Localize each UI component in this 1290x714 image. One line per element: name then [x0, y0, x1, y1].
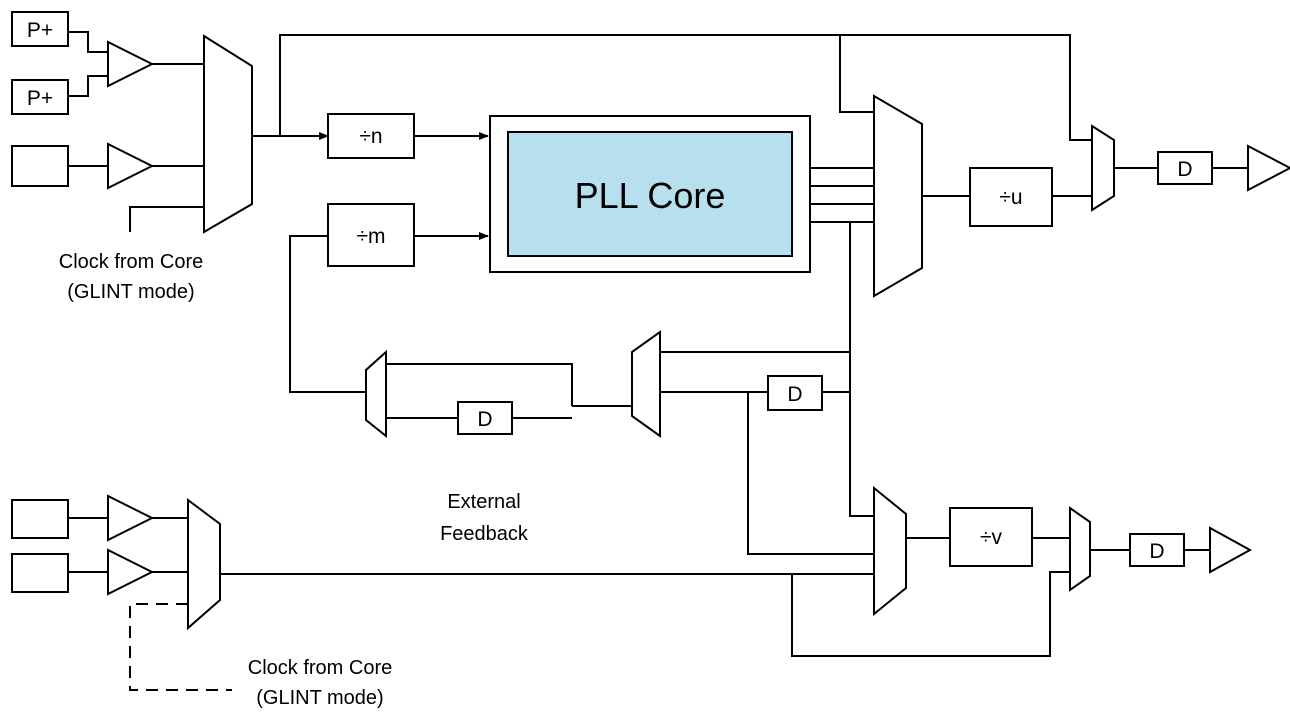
svg-text:÷v: ÷v: [980, 526, 1003, 549]
pad-4: [11, 499, 69, 539]
delay-top-output: D: [1157, 151, 1213, 185]
svg-text:P+: P+: [27, 87, 53, 110]
svg-text:÷m: ÷m: [356, 225, 385, 248]
mux-v-select: [873, 485, 907, 617]
mux-feedback-left: [365, 349, 387, 439]
label-external-feedback-1: External: [447, 491, 520, 513]
label-clock-from-core-top-1: Clock from Core: [59, 251, 203, 273]
output-buffer-top: [1247, 144, 1290, 192]
divider-v: ÷v: [949, 507, 1033, 567]
label-external-feedback-2: Feedback: [440, 523, 529, 545]
svg-text:÷u: ÷u: [999, 186, 1022, 209]
wires: [68, 31, 1248, 691]
pll-core-inner: [507, 131, 793, 257]
delay-bottom-output: D: [1129, 533, 1185, 567]
svg-text:D: D: [787, 383, 802, 406]
mux-input-top: [203, 34, 253, 234]
svg-text:PLL Core: PLL Core: [575, 175, 726, 216]
divider-u: ÷u: [969, 167, 1053, 227]
svg-text:D: D: [1149, 540, 1164, 563]
pad-p-plus-1: P+: [11, 11, 69, 47]
label-clock-from-core-top-2: (GLINT mode): [67, 281, 194, 303]
delay-mid: D: [767, 375, 823, 411]
pad-p-plus-2: P+: [11, 79, 69, 115]
divider-n: ÷n: [327, 113, 415, 159]
svg-text:D: D: [1177, 158, 1192, 181]
pll-core: PLL Core: [489, 115, 811, 273]
svg-text:÷n: ÷n: [359, 125, 382, 148]
buffer-bottom-1: [107, 494, 155, 542]
label-clock-from-core-bottom-2: (GLINT mode): [256, 687, 383, 709]
buffer-bottom-2: [107, 548, 155, 596]
divider-m: ÷m: [327, 203, 415, 267]
output-buffer-bottom: [1209, 526, 1253, 574]
mux-feedback-right: [631, 330, 661, 438]
buffer-top-2: [107, 142, 155, 190]
mux-out-bottom-small: [1069, 506, 1091, 592]
pad-3: [11, 145, 69, 187]
delay-feedback: D: [457, 401, 513, 435]
buffer-top-1: [107, 40, 155, 88]
label-clock-from-core-bottom-1: Clock from Core: [248, 657, 392, 679]
svg-text:D: D: [477, 408, 492, 431]
mux-out-top-small: [1091, 124, 1115, 212]
mux-input-bottom: [187, 498, 221, 631]
pad-5: [11, 553, 69, 593]
svg-text:P+: P+: [27, 19, 53, 42]
mux-output-select: [873, 94, 923, 298]
